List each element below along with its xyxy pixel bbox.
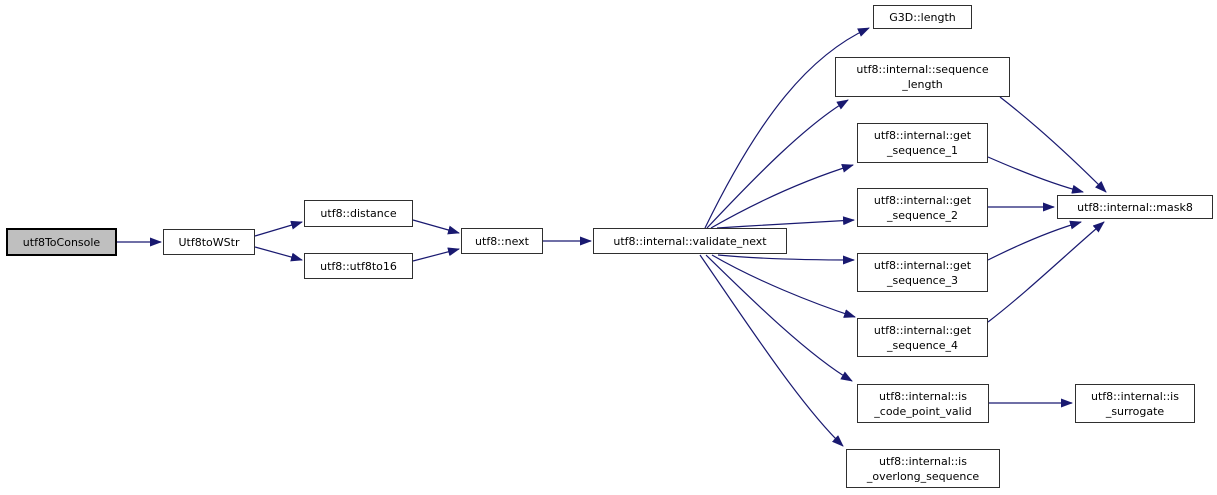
- node-get-sequence-1[interactable]: utf8::internal::get _sequence_1: [857, 123, 988, 163]
- edge-get-sequence-1-mask8: [987, 156, 1084, 194]
- node-mask8[interactable]: utf8::internal::mask8: [1057, 195, 1213, 219]
- edge-get-sequence-4-mask8: [987, 221, 1105, 323]
- node-utf8toconsole: utf8ToConsole: [6, 228, 117, 256]
- edge-validate-next-get-sequence-3: [717, 254, 855, 265]
- node-utf8-distance[interactable]: utf8::distance: [304, 200, 413, 227]
- edge-sequence-length-mask8: [999, 96, 1107, 193]
- edge-get-sequence-3-mask8: [987, 220, 1082, 261]
- node-is-overlong-sequence[interactable]: utf8::internal::is _overlong_sequence: [846, 449, 1000, 488]
- node-get-sequence-3[interactable]: utf8::internal::get _sequence_3: [857, 253, 988, 292]
- node-validate-next[interactable]: utf8::internal::validate_next: [593, 228, 787, 254]
- edge-validate-next-sequence-length: [706, 99, 849, 229]
- edge-validate-next-get-sequence-2: [716, 216, 855, 229]
- edge-validate-next-get-sequence-1: [710, 163, 854, 229]
- edge-utf8-utf8to16-utf8-next: [412, 247, 460, 262]
- edge-validate-next-is-code-point-valid: [705, 254, 853, 382]
- node-get-sequence-2[interactable]: utf8::internal::get _sequence_2: [857, 188, 988, 227]
- node-utf8-next[interactable]: utf8::next: [461, 228, 543, 254]
- edge-utf8towstr-utf8-utf8to16: [254, 246, 303, 262]
- node-g3d-length[interactable]: G3D::length: [873, 5, 972, 29]
- node-utf8towstr[interactable]: Utf8toWStr: [163, 229, 255, 255]
- node-is-code-point-valid[interactable]: utf8::internal::is _code_point_valid: [857, 384, 989, 423]
- edge-utf8-distance-utf8-next: [412, 219, 460, 235]
- node-utf8-utf8to16[interactable]: utf8::utf8to16: [304, 253, 413, 279]
- node-get-sequence-4[interactable]: utf8::internal::get _sequence_4: [857, 318, 988, 357]
- edge-validate-next-get-sequence-4: [711, 254, 856, 318]
- edge-utf8towstr-utf8-distance: [254, 220, 303, 237]
- node-sequence-length[interactable]: utf8::internal::sequence _length: [835, 57, 1010, 97]
- node-is-surrogate[interactable]: utf8::internal::is _surrogate: [1075, 384, 1195, 423]
- edge-validate-next-is-overlong-sequence: [699, 254, 844, 447]
